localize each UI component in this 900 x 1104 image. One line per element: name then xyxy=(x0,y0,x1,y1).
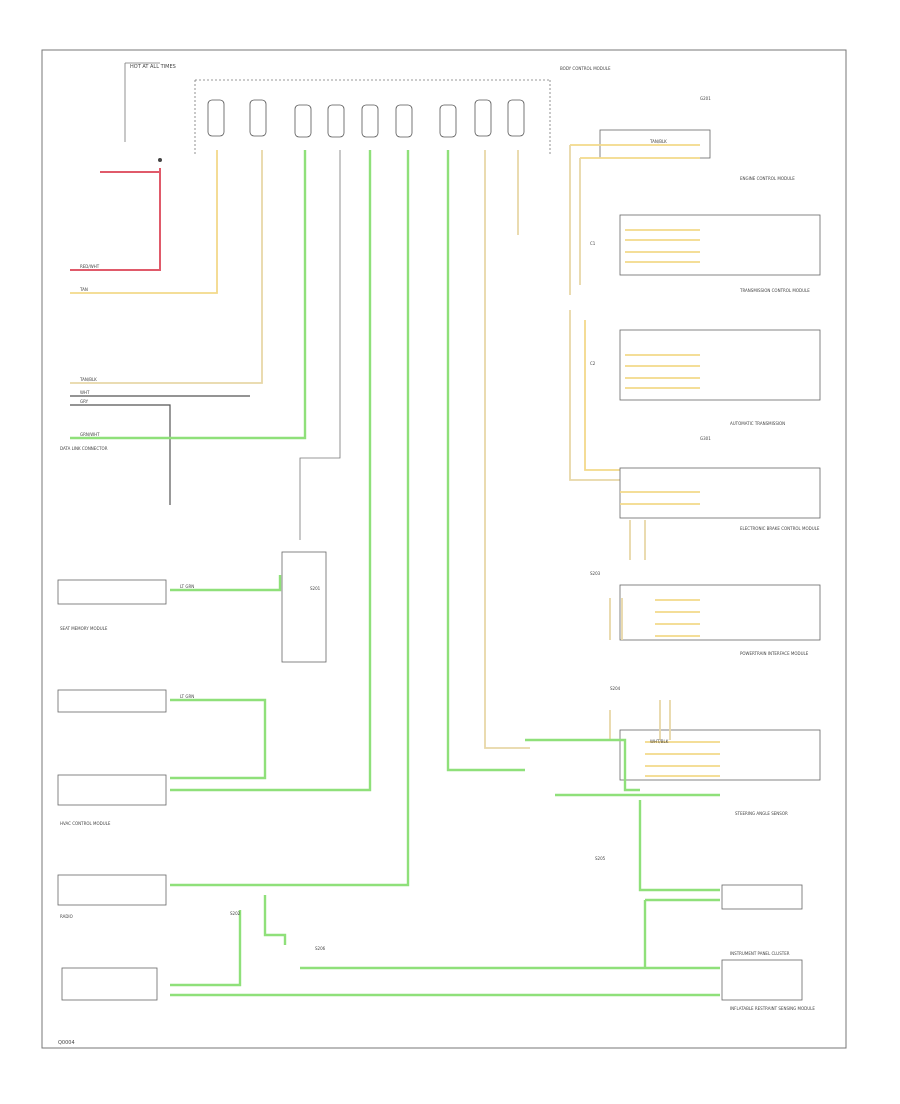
diagram-border xyxy=(41,49,847,1049)
splice-label-1: S201 xyxy=(310,586,321,591)
wire-color-ltgrn-2: LT GRN xyxy=(180,694,194,699)
power-feed-line xyxy=(124,62,160,142)
ebcm-wires xyxy=(625,354,700,389)
label-dlc: DATA LINK CONNECTOR xyxy=(60,446,108,451)
radio-connector-left xyxy=(57,874,167,906)
seat-module-connector xyxy=(57,579,167,605)
splice-dot xyxy=(158,158,162,162)
fuse-3 xyxy=(294,104,312,138)
hot-at-all-times-label: HOT AT ALL TIMES xyxy=(130,64,176,70)
label-auto-trans: AUTOMATIC TRANSMISSION xyxy=(730,421,785,426)
wire-color-grn: GRN/WHT xyxy=(80,432,100,437)
red-power-wire xyxy=(70,168,161,271)
wire-color-gry: GRY xyxy=(80,399,89,404)
wire-color-wht-blk: WHT/BLK xyxy=(650,739,669,744)
fuse-6 xyxy=(395,104,413,138)
green-wire-hvac xyxy=(170,150,372,792)
sas-connector xyxy=(619,467,821,519)
wire-color-tan-blk: TAN/BLK xyxy=(79,377,97,382)
wire-color-red: RED/WHT xyxy=(80,264,100,269)
green-wire-lower xyxy=(170,910,242,987)
fuse-block-side-edges xyxy=(194,80,551,155)
wire-color-tan: TAN xyxy=(79,287,88,292)
ecm-connector xyxy=(599,129,711,159)
irsm-wires xyxy=(655,599,700,637)
splice-pack xyxy=(281,551,327,663)
wire-color-wht: WHT xyxy=(80,390,90,395)
pim-drop xyxy=(659,700,671,740)
wire-color-ltgrn-1: LT GRN xyxy=(180,584,194,589)
pim-connector xyxy=(619,729,821,781)
green-wire-right-1 xyxy=(525,738,640,792)
green-wire-pim xyxy=(446,150,525,772)
green-wire-right-4 xyxy=(640,898,720,997)
irsm-connector xyxy=(619,584,821,641)
label-tcm: TRANSMISSION CONTROL MODULE xyxy=(739,288,810,293)
label-seat: SEAT MEMORY MODULE xyxy=(60,626,108,631)
label-ipc: INSTRUMENT PANEL CLUSTER xyxy=(730,951,790,956)
black-wire xyxy=(70,404,171,505)
fuse-2 xyxy=(249,99,267,137)
green-wire-seat xyxy=(170,575,282,592)
dlc-connector xyxy=(61,967,158,1001)
label-bcm: BODY CONTROL MODULE xyxy=(560,66,611,71)
radio-connector xyxy=(721,884,803,910)
fuse-9 xyxy=(507,99,525,137)
fuse-4 xyxy=(327,104,345,138)
pim-wires xyxy=(645,741,720,777)
splice-label-2: S202 xyxy=(230,911,241,916)
splice-link xyxy=(299,150,341,540)
green-wire-dlc xyxy=(70,150,307,440)
splice-label-6: S206 xyxy=(315,946,326,951)
sas-drop xyxy=(629,520,646,560)
ground-label-2: G301 xyxy=(700,436,711,441)
connector-c1: C1 xyxy=(590,241,596,246)
fuse-1 xyxy=(207,99,225,137)
green-wire-right-3 xyxy=(638,800,720,892)
label-radio: RADIO xyxy=(60,914,73,919)
fuse-7 xyxy=(439,104,457,138)
irsm-drop xyxy=(609,598,623,640)
green-wire-radio2 xyxy=(170,150,410,887)
wire-color-tan-blk-2: TAN/BLK xyxy=(649,139,667,144)
sas-wires xyxy=(620,491,700,505)
splice-label-4: S204 xyxy=(610,686,621,691)
footer-code: Q0004 xyxy=(58,1040,75,1046)
ebcm-connector xyxy=(619,329,821,401)
fuse-8 xyxy=(474,99,492,137)
ground-label-1: G201 xyxy=(700,96,711,101)
label-irsm: INFLATABLE RESTRAINT SENSING MODULE xyxy=(730,1006,815,1011)
green-wire-radio xyxy=(170,698,267,780)
label-pim: POWERTRAIN INTERFACE MODULE xyxy=(740,651,809,656)
tan-wire-pim xyxy=(484,150,530,749)
fuse-5 xyxy=(361,104,379,138)
fuse-row xyxy=(207,99,525,138)
hvac-connector-bottom xyxy=(57,774,167,806)
tan-wire-1 xyxy=(70,150,218,294)
hvac-connector-top xyxy=(57,689,167,713)
label-ebcm: ELECTRONIC BRAKE CONTROL MODULE xyxy=(740,526,820,531)
label-ecm: ENGINE CONTROL MODULE xyxy=(740,176,795,181)
label-sas: STEERING ANGLE SENSOR xyxy=(735,811,788,816)
ecm-vertical-wires xyxy=(569,145,581,295)
connector-c2: C2 xyxy=(590,361,596,366)
label-hvac: HVAC CONTROL MODULE xyxy=(60,821,111,826)
tcm-wires xyxy=(625,229,700,263)
tan-wire-2 xyxy=(70,150,263,384)
splice-label-5: S205 xyxy=(595,856,606,861)
green-wire-splice xyxy=(263,895,287,945)
ipc-connector xyxy=(721,959,803,1001)
splice-label-3: S203 xyxy=(590,571,601,576)
ecm-tan-wires xyxy=(570,144,700,159)
tcm-connector xyxy=(619,214,821,276)
